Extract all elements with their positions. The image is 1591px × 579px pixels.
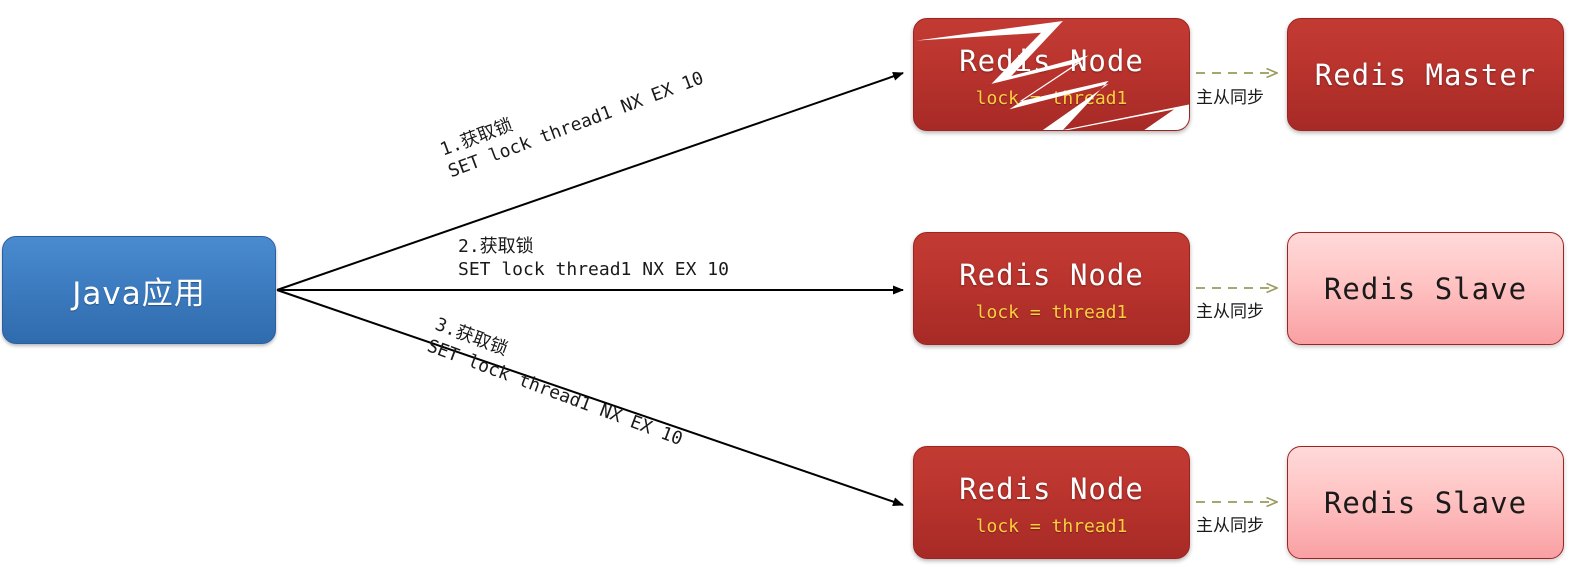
sync-label-3: 主从同步 xyxy=(1196,516,1264,536)
sync-label-1: 主从同步 xyxy=(1196,88,1264,108)
redis-node-box-3[interactable]: Redis Node lock = thread1 xyxy=(913,446,1190,559)
redis-node-lock-value-2: lock = thread1 xyxy=(975,302,1128,323)
java-application-label: Java应用 xyxy=(72,275,206,312)
redis-slave-label-2: Redis Slave xyxy=(1323,485,1528,520)
redis-node-lock-value-3: lock = thread1 xyxy=(975,516,1128,537)
redis-node-box-2[interactable]: Redis Node lock = thread1 xyxy=(913,232,1190,345)
request-label-2: 2.获取锁 SET lock thread1 NX EX 10 xyxy=(458,235,729,281)
redis-node-title-2: Redis Node xyxy=(959,258,1144,292)
redis-node-lock-value-1: lock = thread1 xyxy=(975,88,1128,109)
redis-node-title-3: Redis Node xyxy=(959,472,1144,506)
redis-slave-label-1: Redis Slave xyxy=(1323,271,1528,306)
sync-label-2: 主从同步 xyxy=(1196,302,1264,322)
redis-slave-box-1[interactable]: Redis Slave xyxy=(1287,232,1564,345)
request-step-2: 2.获取锁 xyxy=(458,236,534,257)
request-command-2: SET lock thread1 NX EX 10 xyxy=(458,259,729,281)
redis-slave-box-2[interactable]: Redis Slave xyxy=(1287,446,1564,559)
redis-master-label: Redis Master xyxy=(1314,57,1537,92)
redis-node-box-1[interactable]: Redis Node lock = thread1 xyxy=(913,18,1190,131)
redis-node-title-1: Redis Node xyxy=(959,44,1144,78)
java-application-box[interactable]: Java应用 xyxy=(2,236,276,344)
request-arrow-1 xyxy=(276,72,904,291)
request-arrow-3 xyxy=(276,289,904,507)
redis-master-box[interactable]: Redis Master xyxy=(1287,18,1564,131)
